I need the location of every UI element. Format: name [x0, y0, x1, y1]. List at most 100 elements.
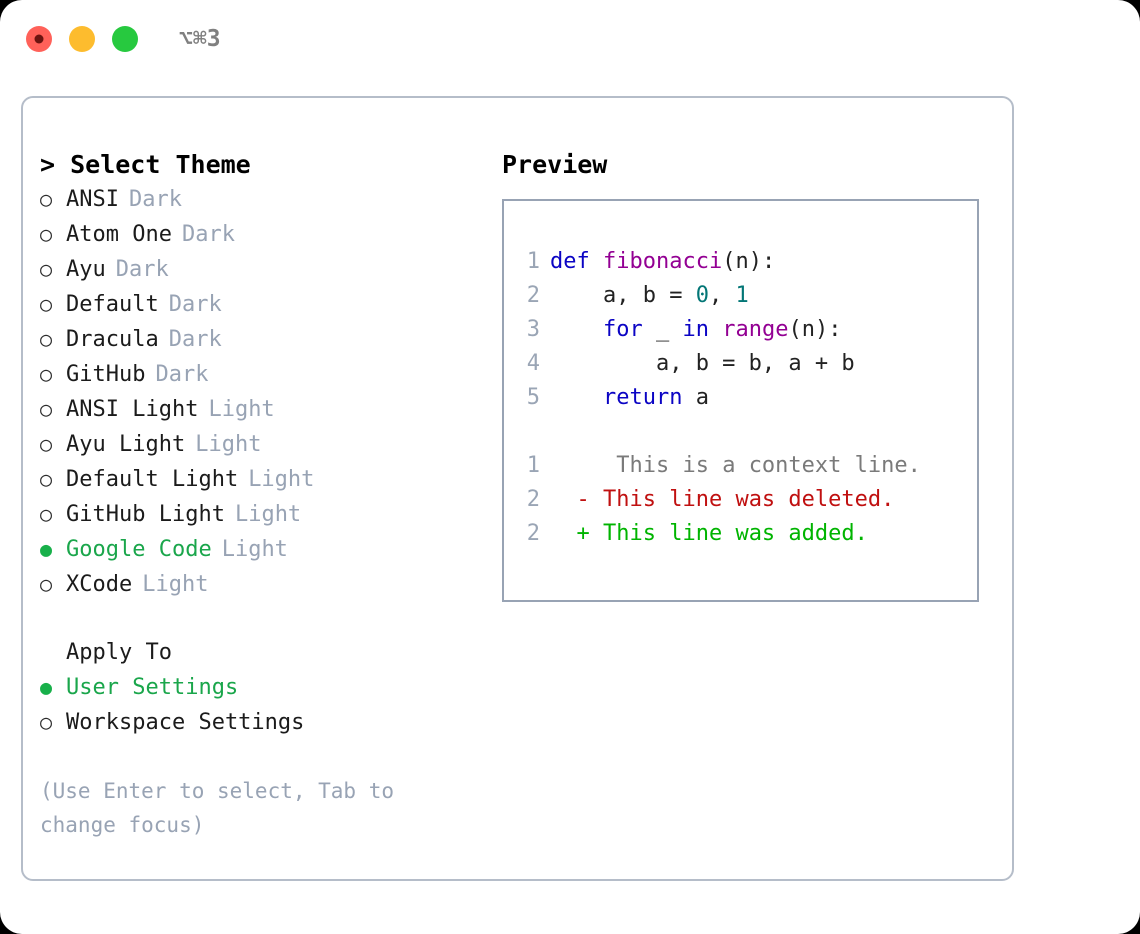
code-line-text: return a	[550, 381, 709, 415]
code-diff-separator	[522, 415, 977, 449]
diff-line-number: 2	[526, 487, 540, 512]
theme-option-5[interactable]: ○ GitHub Dark	[40, 357, 480, 392]
diff-line-text: This line was added.	[589, 521, 868, 546]
code-line-number: 2	[526, 283, 540, 308]
code-token-kw: def	[550, 249, 590, 274]
theme-option-label: GitHub	[66, 362, 146, 387]
code-token-pun: a, b =	[550, 283, 696, 308]
theme-variant-badge: Light	[221, 537, 288, 562]
theme-option-9[interactable]: ○ GitHub Light Light	[40, 497, 480, 532]
apply-option-label: User Settings	[66, 675, 239, 700]
radio-unselected-icon: ○	[40, 467, 53, 491]
theme-option-1[interactable]: ○ Atom One Dark	[40, 217, 480, 252]
code-line-number: 1	[526, 249, 540, 274]
code-token-pun: (n):	[788, 317, 842, 342]
apply-option-0[interactable]: ● User Settings	[40, 670, 480, 705]
code-token-pun: (n):	[722, 249, 776, 274]
theme-variant-badge: Dark	[115, 257, 169, 282]
code-token-pun	[550, 317, 603, 342]
code-line-text: a, b = b, a + b	[550, 347, 855, 381]
radio-unselected-icon: ○	[40, 327, 53, 351]
radio-unselected-icon: ○	[40, 222, 53, 246]
theme-variant-badge: Light	[234, 502, 302, 527]
diff-line: 1 This is a context line.	[522, 449, 977, 483]
theme-option-label: ANSI Light	[66, 397, 199, 422]
code-line-number: 3	[526, 317, 540, 342]
code-token-pun	[550, 385, 603, 410]
theme-option-label: Google Code	[66, 537, 212, 562]
apply-option-label: Workspace Settings	[66, 710, 305, 735]
title-bar: ⌥⌘3	[0, 0, 1140, 78]
radio-unselected-icon: ○	[40, 572, 53, 596]
code-token-num: 1	[735, 283, 749, 308]
code-line: 5 return a	[522, 381, 977, 415]
radio-unselected-icon: ○	[40, 362, 53, 386]
theme-variant-badge: Light	[248, 467, 315, 492]
radio-unselected-icon: ○	[40, 502, 53, 526]
theme-variant-badge: Light	[208, 397, 275, 422]
theme-option-label: Ayu	[66, 257, 106, 282]
diff-marker: -	[550, 487, 590, 512]
radio-unselected-icon: ○	[40, 187, 53, 211]
theme-option-label: Default Light	[66, 467, 239, 492]
theme-option-label: Ayu Light	[66, 432, 186, 457]
theme-option-label: Default	[66, 292, 159, 317]
code-line-text: for _ in range(n):	[550, 313, 841, 347]
theme-variant-badge: Dark	[128, 187, 182, 212]
radio-unselected-icon: ○	[40, 432, 53, 456]
diff-line: 2 + This line was added.	[522, 517, 977, 551]
code-token-pun	[709, 317, 722, 342]
apply-option-1[interactable]: ○Workspace Settings	[40, 705, 480, 740]
theme-option-label: GitHub Light	[66, 502, 225, 527]
minimize-light-icon[interactable]	[69, 26, 95, 52]
theme-variant-badge: Dark	[155, 362, 209, 387]
theme-option-7[interactable]: ○ Ayu Light Light	[40, 427, 480, 462]
code-line-text: def fibonacci(n):	[550, 245, 775, 279]
apply-to-option-list[interactable]: ● User Settings ○Workspace Settings	[40, 670, 480, 740]
theme-variant-badge: Dark	[168, 327, 222, 352]
theme-option-label: Atom One	[66, 222, 172, 247]
code-token-pun: ,	[708, 283, 736, 308]
code-line-number: 5	[526, 385, 540, 410]
diff-line: 2 - This line was deleted.	[522, 483, 977, 517]
code-token-pun: a	[682, 385, 709, 410]
theme-variant-badge: Dark	[181, 222, 235, 247]
theme-option-4[interactable]: ○ Dracula Dark	[40, 322, 480, 357]
theme-variant-badge: Dark	[168, 292, 222, 317]
code-line: 1 def fibonacci(n):	[522, 245, 977, 279]
diff-line-number: 1	[526, 453, 540, 478]
diff-line-text: This line was deleted.	[589, 487, 895, 512]
theme-option-label: Dracula	[66, 327, 159, 352]
page-title: > Select Theme	[40, 150, 251, 179]
code-line: 3 for _ in range(n):	[522, 313, 977, 347]
theme-option-6[interactable]: ○ ANSI Light Light	[40, 392, 480, 427]
code-line-text: a, b = 0, 1	[550, 279, 749, 313]
diff-marker: +	[550, 521, 590, 546]
code-line: 4 a, b = b, a + b	[522, 347, 977, 381]
radio-selected-icon: ●	[40, 675, 53, 699]
code-token-kw: in	[682, 317, 709, 342]
code-token-pun: a, b = b, a + b	[550, 351, 855, 376]
radio-unselected-icon: ○	[40, 397, 53, 421]
theme-variant-badge: Light	[195, 432, 262, 457]
theme-option-label: XCode	[66, 572, 133, 597]
apply-to-title: Apply To	[66, 640, 172, 665]
diff-marker	[550, 449, 590, 483]
code-line-number: 4	[526, 351, 540, 376]
maximize-light-icon[interactable]	[112, 26, 138, 52]
window-controls	[26, 26, 138, 52]
theme-option-8[interactable]: ○ Default Light Light	[40, 462, 480, 497]
close-light-icon[interactable]	[26, 26, 52, 52]
code-line: 2 a, b = 0, 1	[522, 279, 977, 313]
spacer	[40, 602, 480, 636]
